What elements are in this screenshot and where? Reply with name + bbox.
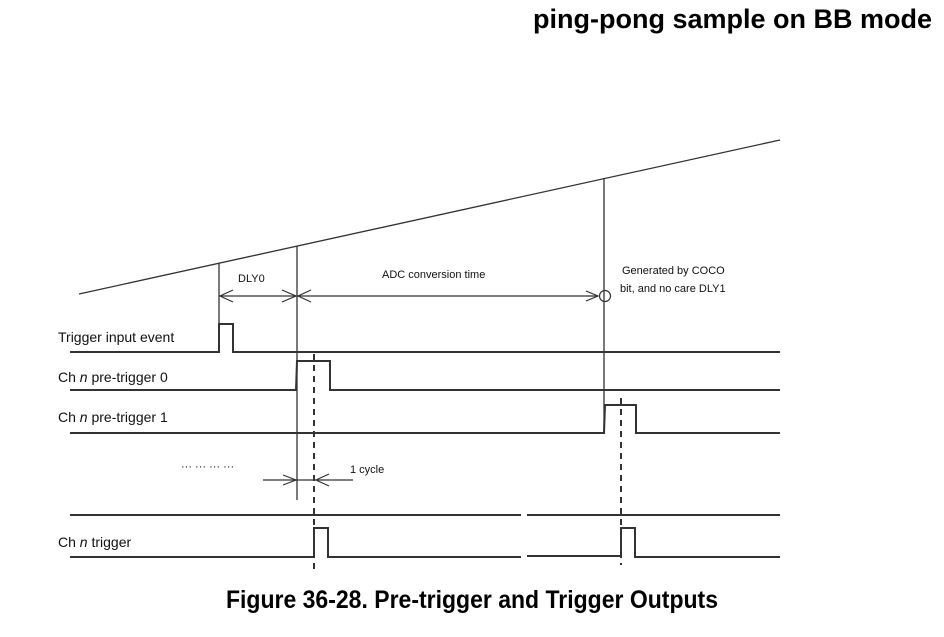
waveform-ch-trigger-b — [527, 527, 780, 558]
one-cycle-label: 1 cycle — [350, 464, 384, 476]
dly0-label: DLY0 — [238, 273, 265, 285]
coco-note-line2: bit, and no care DLY1 — [620, 283, 726, 295]
slide-title: ping-pong sample on BB mode — [533, 4, 932, 34]
adc-arrowhead-left — [296, 289, 312, 303]
coco-circle-marker — [598, 289, 612, 303]
signal-label-pretrigger-0: Ch n pre-trigger 0 — [58, 369, 168, 385]
figure-caption: Figure 36-28. Pre-trigger and Trigger Ou… — [225, 586, 719, 614]
signal-label-trigger-input: Trigger input event — [58, 329, 174, 345]
one-cycle-arrowhead-right — [314, 473, 330, 487]
waveform-pretrigger-1 — [70, 404, 780, 434]
dly0-arrowhead-right — [281, 289, 298, 303]
waveform-pretrigger-0 — [70, 360, 780, 391]
one-cycle-arrowhead-left — [282, 474, 298, 486]
signal-label-pretrigger-1: Ch n pre-trigger 1 — [58, 409, 168, 425]
ellipsis-continuation: ··· ··· ··· ··· — [181, 461, 234, 473]
coco-note-line1: Generated by COCO — [622, 265, 725, 277]
adc-arrowhead-right — [585, 290, 600, 302]
signal-label-ch-trigger: Ch n trigger — [58, 534, 132, 550]
ramp-line — [78, 139, 781, 295]
adc-conversion-label: ADC conversion time — [382, 269, 485, 281]
waveform-ch-trigger-a — [70, 527, 521, 558]
dly0-arrowhead-left — [218, 289, 234, 303]
waveform-trigger-input — [70, 323, 780, 353]
